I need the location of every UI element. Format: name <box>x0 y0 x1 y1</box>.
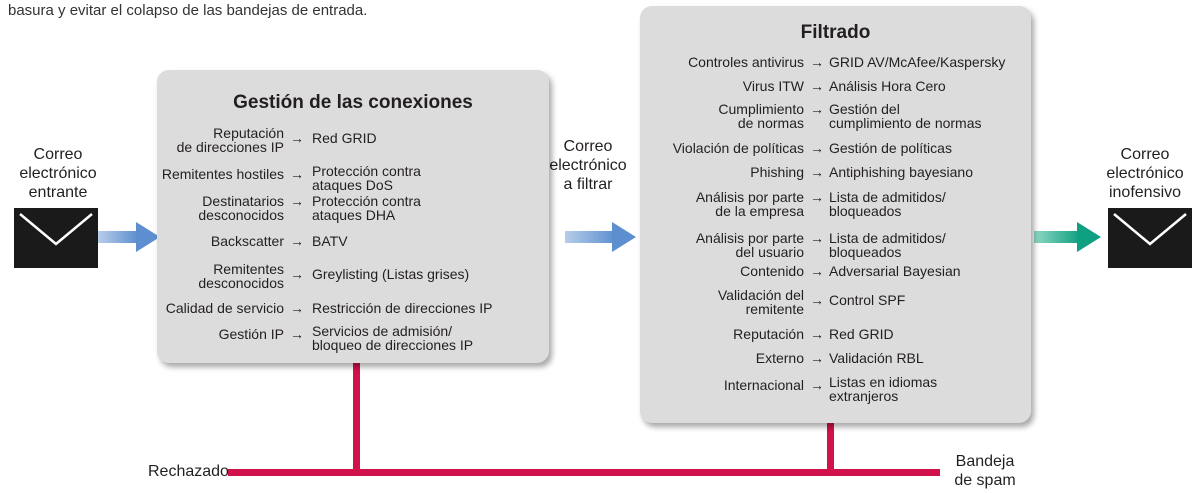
arrow-right-icon: → <box>810 326 824 342</box>
arrow-right-icon: → <box>810 140 824 156</box>
arrow-right-icon: → <box>810 101 824 117</box>
reject-line-horizontal <box>228 469 940 476</box>
arrow-right-icon: → <box>810 189 824 205</box>
filter-row-condition: Phishing <box>750 164 804 180</box>
filter-row-action: GRID AV/McAfee/Kaspersky <box>829 54 1006 70</box>
rejected-label: Rechazado <box>148 463 229 480</box>
filter-row-action: Análisis Hora Cero <box>829 78 946 94</box>
filter-row-condition: Violación de políticas <box>672 140 804 156</box>
filter-row-action: Lista de admitidos/bloqueados <box>829 189 946 219</box>
filter-row-action: Lista de admitidos/bloqueados <box>829 230 946 260</box>
arrow-right-icon: → <box>290 233 304 249</box>
incoming-arrow <box>98 222 160 252</box>
arrow-right-icon: → <box>810 377 824 393</box>
clean-envelope-icon <box>1108 208 1192 268</box>
to-filter-arrow <box>565 222 636 252</box>
filter-row-condition: Reputación <box>733 326 804 342</box>
arrow-right-icon: → <box>810 350 824 366</box>
arrow-right-icon: → <box>290 266 304 282</box>
arrow-right-icon: → <box>290 300 304 316</box>
arrow-right-icon: → <box>290 130 304 146</box>
filter-row-condition: Virus ITW <box>742 78 804 94</box>
connection-row-condition: Backscatter <box>210 233 284 249</box>
filtering-title: Filtrado <box>800 22 871 43</box>
connection-row-action: BATV <box>312 233 348 249</box>
connection-row-action: Greylisting (Listas grises) <box>312 266 470 282</box>
connection-row-condition: Gestión IP <box>218 326 284 342</box>
filter-row-condition: Internacional <box>723 377 804 393</box>
arrow-right-icon: → <box>810 78 824 94</box>
filtering-box: Filtrado Controles antivirus → GRID AV/McA… <box>640 6 1031 423</box>
connection-row-action: Red GRID <box>312 130 377 146</box>
filter-row-action: Adversarial Bayesian <box>829 263 961 279</box>
reject-line-right <box>827 418 834 476</box>
filter-row-condition: Externo <box>755 350 804 366</box>
arrow-right-icon: → <box>810 292 824 308</box>
filter-row-condition: Controles antivirus <box>688 54 804 70</box>
incoming-envelope-icon <box>14 208 98 268</box>
arrow-right-icon: → <box>810 230 824 246</box>
connection-management-title: Gestión de las conexiones <box>233 92 473 113</box>
filter-row-action: Red GRID <box>829 326 894 342</box>
arrow-right-icon: → <box>290 326 304 342</box>
arrow-right-icon: → <box>290 193 304 209</box>
arrow-right-icon: → <box>810 164 824 180</box>
reject-line-left <box>353 340 360 476</box>
arrow-right-icon: → <box>290 166 304 182</box>
connection-row-action: Restricción de direcciones IP <box>312 300 493 316</box>
connection-row-action: Servicios de admisión/bloqueo de direcci… <box>312 323 474 353</box>
connection-row-condition: Calidad de servicio <box>165 300 284 316</box>
filter-row-action: Validación RBL <box>829 350 924 366</box>
connection-row-condition: Remitentes hostiles <box>161 166 284 182</box>
intro-text: basura y evitar el colapso de las bandej… <box>8 2 368 19</box>
filter-row-condition: Contenido <box>740 263 804 279</box>
arrow-right-icon: → <box>810 263 824 279</box>
filter-row-action: Antiphishing bayesiano <box>829 164 973 180</box>
filter-row-action: Control SPF <box>829 292 906 308</box>
filter-row-action: Gestión de políticas <box>829 140 952 156</box>
arrow-right-icon: → <box>810 54 824 70</box>
clean-arrow <box>1034 222 1101 252</box>
